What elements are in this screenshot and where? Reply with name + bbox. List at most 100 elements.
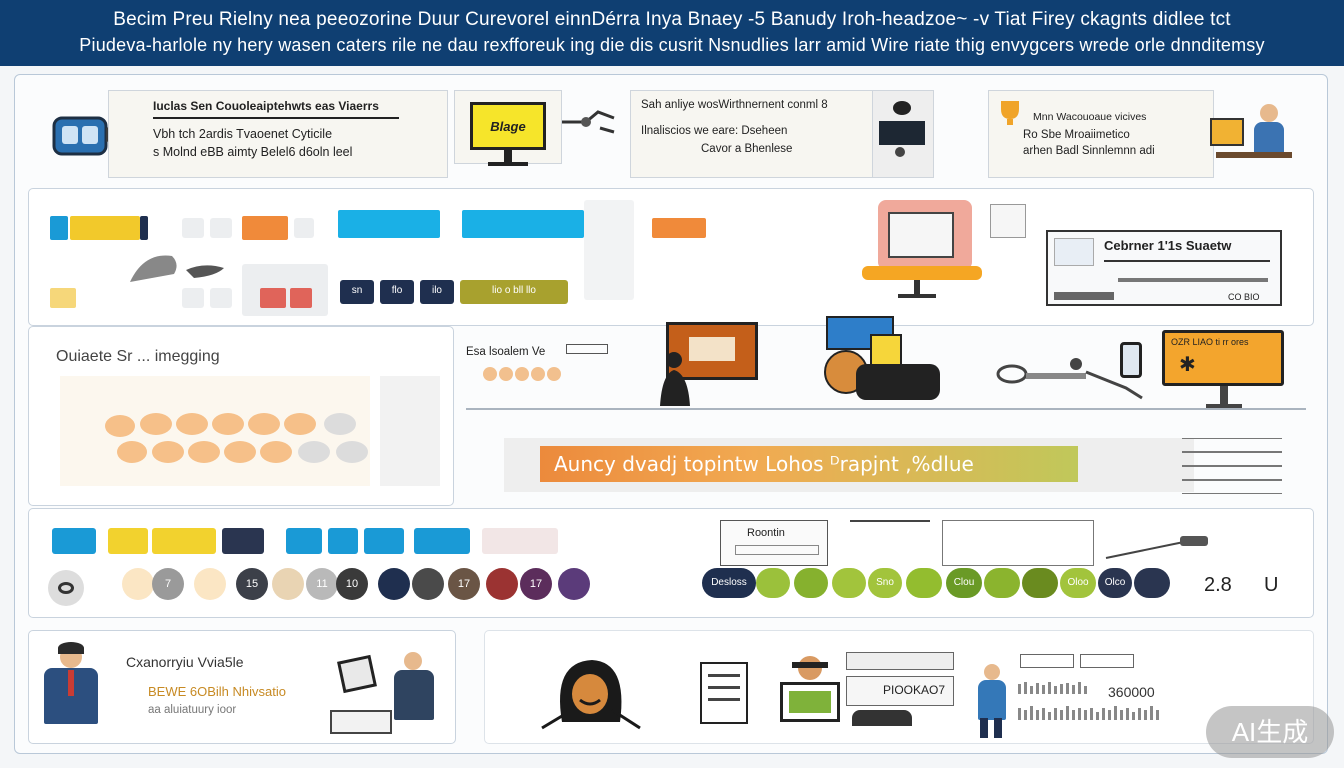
bottom-caption: aa aluiatuury ioor (148, 704, 237, 716)
header-line-1: Becim Preu Rielny nea peeozorine Duur Cu… (113, 9, 1231, 30)
mouse-icon (130, 255, 224, 282)
swatch-blue (50, 216, 68, 240)
chip-olive: lio o bll llo (460, 280, 568, 304)
label-oval (794, 568, 828, 598)
chip-blue-3 (328, 528, 358, 554)
chip-yellow (108, 528, 148, 554)
orange-sign-label: OZR LIAO ti rr ores (1171, 337, 1249, 347)
chip-navy-3: ilo (420, 280, 454, 304)
chip-blue-2 (286, 528, 322, 554)
chip-navy-1: sn (340, 280, 374, 304)
info-card-2-line-2: Ilnaliscios we eare: Dseheen (641, 125, 788, 137)
swatch-ghost (182, 218, 204, 238)
rack-2 (942, 520, 1094, 566)
chip-yellow-2 (152, 528, 216, 554)
info-card-2: Sah anliye wosWirthnernent conml 8 Ilnal… (630, 90, 874, 178)
title-underline (153, 117, 399, 119)
ai-generated-watermark: AI生成 (1206, 706, 1334, 758)
big-number-unit: U (1264, 574, 1279, 596)
yellow-sign-label: Blage (490, 119, 526, 134)
console-code: PIOOKAO7 (883, 683, 946, 697)
bottom-subtitle: BEWE 6OBilh Nhivsatio (148, 684, 286, 699)
number-circle: 11 (306, 568, 338, 600)
worker-at-desk-illustration (1210, 104, 1296, 174)
chip-blue-5 (414, 528, 470, 554)
swatch-yellow (70, 216, 140, 240)
operator-illustration (780, 652, 846, 736)
chip-blue (52, 528, 96, 554)
checklist-device (700, 662, 748, 724)
number-circle-purple: 17 (520, 568, 552, 600)
scanner-illustration (810, 310, 944, 410)
side-stripes (1182, 438, 1282, 494)
presenter-figure (660, 352, 690, 406)
waveform-bars (1018, 682, 1159, 720)
technician-illustration (970, 660, 1016, 740)
number-circle: 15 (236, 568, 268, 600)
gradient-banner-text: Auncy dvadj topintw Lohos ᴰrapjnt ,%dlue (554, 452, 974, 476)
number-circle: 17 (448, 568, 480, 600)
info-card-1-line-3: s Molnd eBB aimty Belel6 d6oln leel (153, 145, 353, 159)
trophy-icon (1001, 101, 1019, 125)
fingerprint-icon (48, 570, 84, 606)
engineer-illustration (380, 646, 440, 732)
swatch-ghost (182, 288, 204, 308)
info-card-1: Iuclas Sen Couoleaiptehwts eas Viaerrs V… (108, 90, 448, 178)
swatch-ghost (294, 218, 314, 238)
swatch-orange-2 (652, 218, 706, 238)
faded-chips (482, 528, 558, 554)
data-blocks (1020, 654, 1142, 670)
machine-box-label: Roontin (747, 527, 785, 539)
header-banner: Becim Preu Rielny nea peeozorine Duur Cu… (0, 0, 1344, 66)
info-card-3-line-1: Mnn Wacouoaue vicives (1033, 111, 1147, 123)
label-oval-end (1134, 568, 1170, 598)
control-console: PIOOKAO7 (846, 652, 954, 730)
swatch-orange (242, 216, 288, 240)
hooded-figure-icon (541, 660, 641, 730)
number-circle-violet (558, 568, 590, 600)
rack-1 (850, 520, 930, 566)
label-oval (984, 568, 1020, 598)
label-oval (906, 568, 942, 598)
pen-icon (566, 344, 608, 354)
bottom-title: Cxanorryiu Vvia5le (126, 654, 244, 670)
label-oval (1022, 568, 1058, 598)
businessman-illustration (38, 640, 104, 726)
swatch-yellow-small (50, 288, 76, 308)
number-panel (28, 508, 1314, 618)
info-card-3-line-2: Ro Sbe Mroaiimetico (1023, 129, 1130, 141)
network-device-label: Cebrner 1'1s Suaetw (1104, 238, 1232, 253)
faded-bar (584, 200, 634, 300)
small-bubbles (483, 367, 561, 381)
swatch-cyan (338, 210, 440, 238)
robot-arm-icon (562, 110, 615, 134)
orange-sign-monitor: OZR LIAO ti rr ores ✱ (1162, 330, 1284, 410)
info-card-1-line-2: Vbh tch 2ardis Tvaoenet Cyticile (153, 127, 333, 141)
swatch-ghost (210, 218, 232, 238)
info-card-2-line-1: Sah anliye wosWirthnernent conml 8 (641, 99, 828, 111)
yellow-sign: Blage (470, 102, 546, 150)
orange-screen-monitor (666, 322, 758, 380)
machine-box: Roontin (720, 520, 828, 566)
server-tower-icon (872, 90, 934, 178)
swatch-red-2 (290, 288, 312, 308)
info-card-2-line-3: Cavor a Bhenlese (701, 143, 793, 155)
tools-icon (996, 358, 1143, 400)
number-circle: 7 (152, 568, 184, 600)
chip-navy (222, 528, 264, 554)
imaging-baseline (466, 408, 1306, 410)
swatch-red (260, 288, 286, 308)
big-number: 2.8 (1204, 574, 1232, 596)
swatch-ghost (210, 288, 232, 308)
bottom-number: 360000 (1108, 684, 1155, 700)
number-circle (122, 568, 154, 600)
number-circle (272, 568, 304, 600)
label-oval: Sno (868, 568, 902, 598)
printer-illustration (862, 196, 982, 300)
label-oval: Clou (946, 568, 982, 598)
number-circle (378, 568, 410, 600)
info-card-3-line-3: arhen Badl Sinnlemnn adi (1023, 145, 1155, 157)
number-circle (194, 568, 226, 600)
label-oval: Desloss (702, 568, 756, 598)
